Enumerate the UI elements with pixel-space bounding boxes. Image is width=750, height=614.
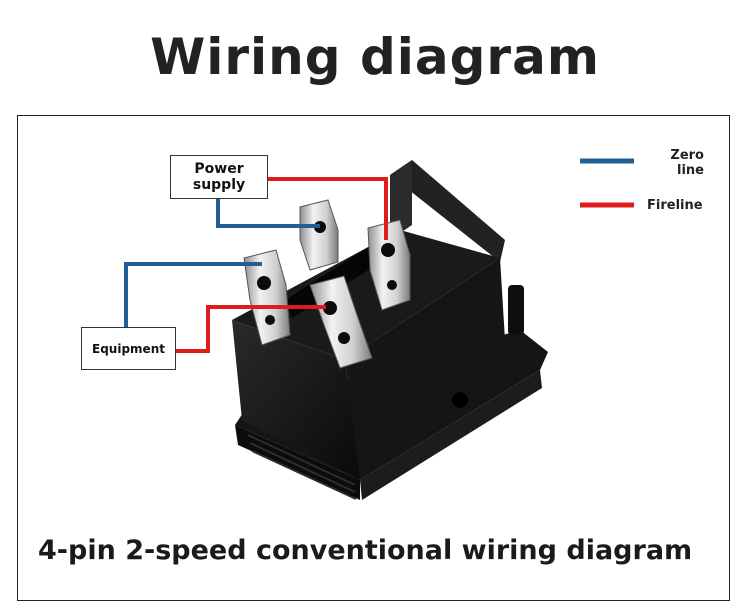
equipment-label: Equipment — [81, 327, 176, 370]
zero-line-wire-power — [216, 197, 320, 228]
fireline-wire-power — [266, 177, 388, 240]
power-supply-label: Power supply — [170, 155, 268, 199]
zero-line-wire-equipment — [124, 262, 262, 327]
diagram-title: Wiring diagram — [150, 28, 600, 86]
terminal-front-left — [243, 249, 291, 346]
legend-zero-line-label: Zero line — [670, 148, 704, 178]
diagram-frame — [17, 115, 730, 601]
terminal-back-left — [299, 199, 339, 271]
terminal-back-right — [367, 219, 411, 311]
fireline-wire-equipment — [174, 305, 326, 353]
legend-fireline-label: Fireline — [647, 198, 703, 213]
terminal-front-right — [309, 275, 373, 369]
diagram-caption: 4-pin 2-speed conventional wiring diagra… — [38, 535, 693, 566]
